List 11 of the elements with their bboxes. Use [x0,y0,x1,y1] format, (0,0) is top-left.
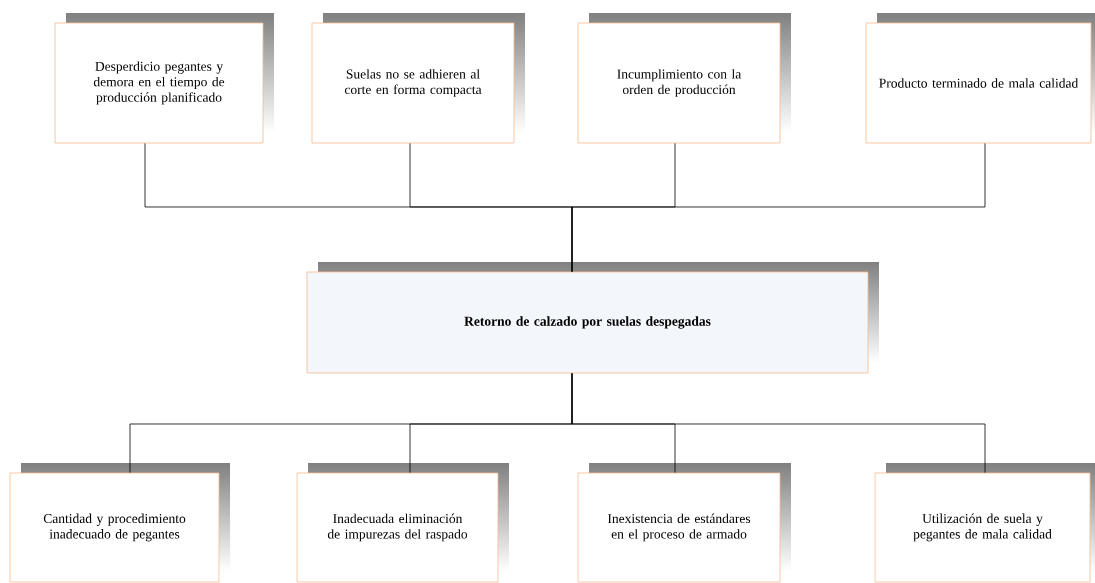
effect-box: Incumplimiento con la orden de producción [577,13,791,144]
cause-box: Inexistencia de estándares en el proceso de armado [577,463,791,583]
effect-box: Suelas no se adhieren al corte en forma compacta [311,13,525,144]
cause-box: Cantidad y procedimiento inadecuado de pegantes [9,463,230,583]
effect-box: Desperdicio pegantes y demora en el tiempo de producción planificado [54,13,274,144]
effect-box: Producto terminado de mala calidad [865,13,1095,144]
problem-box: Retorno de calzado por suelas despegadas [306,262,879,374]
cause-box: Utilización de suela y pegantes de mala calidad [874,463,1095,583]
connector [571,373,986,473]
cause-box: Inadecuada eliminación de impurezas del raspado [296,463,509,583]
connector [571,143,986,272]
